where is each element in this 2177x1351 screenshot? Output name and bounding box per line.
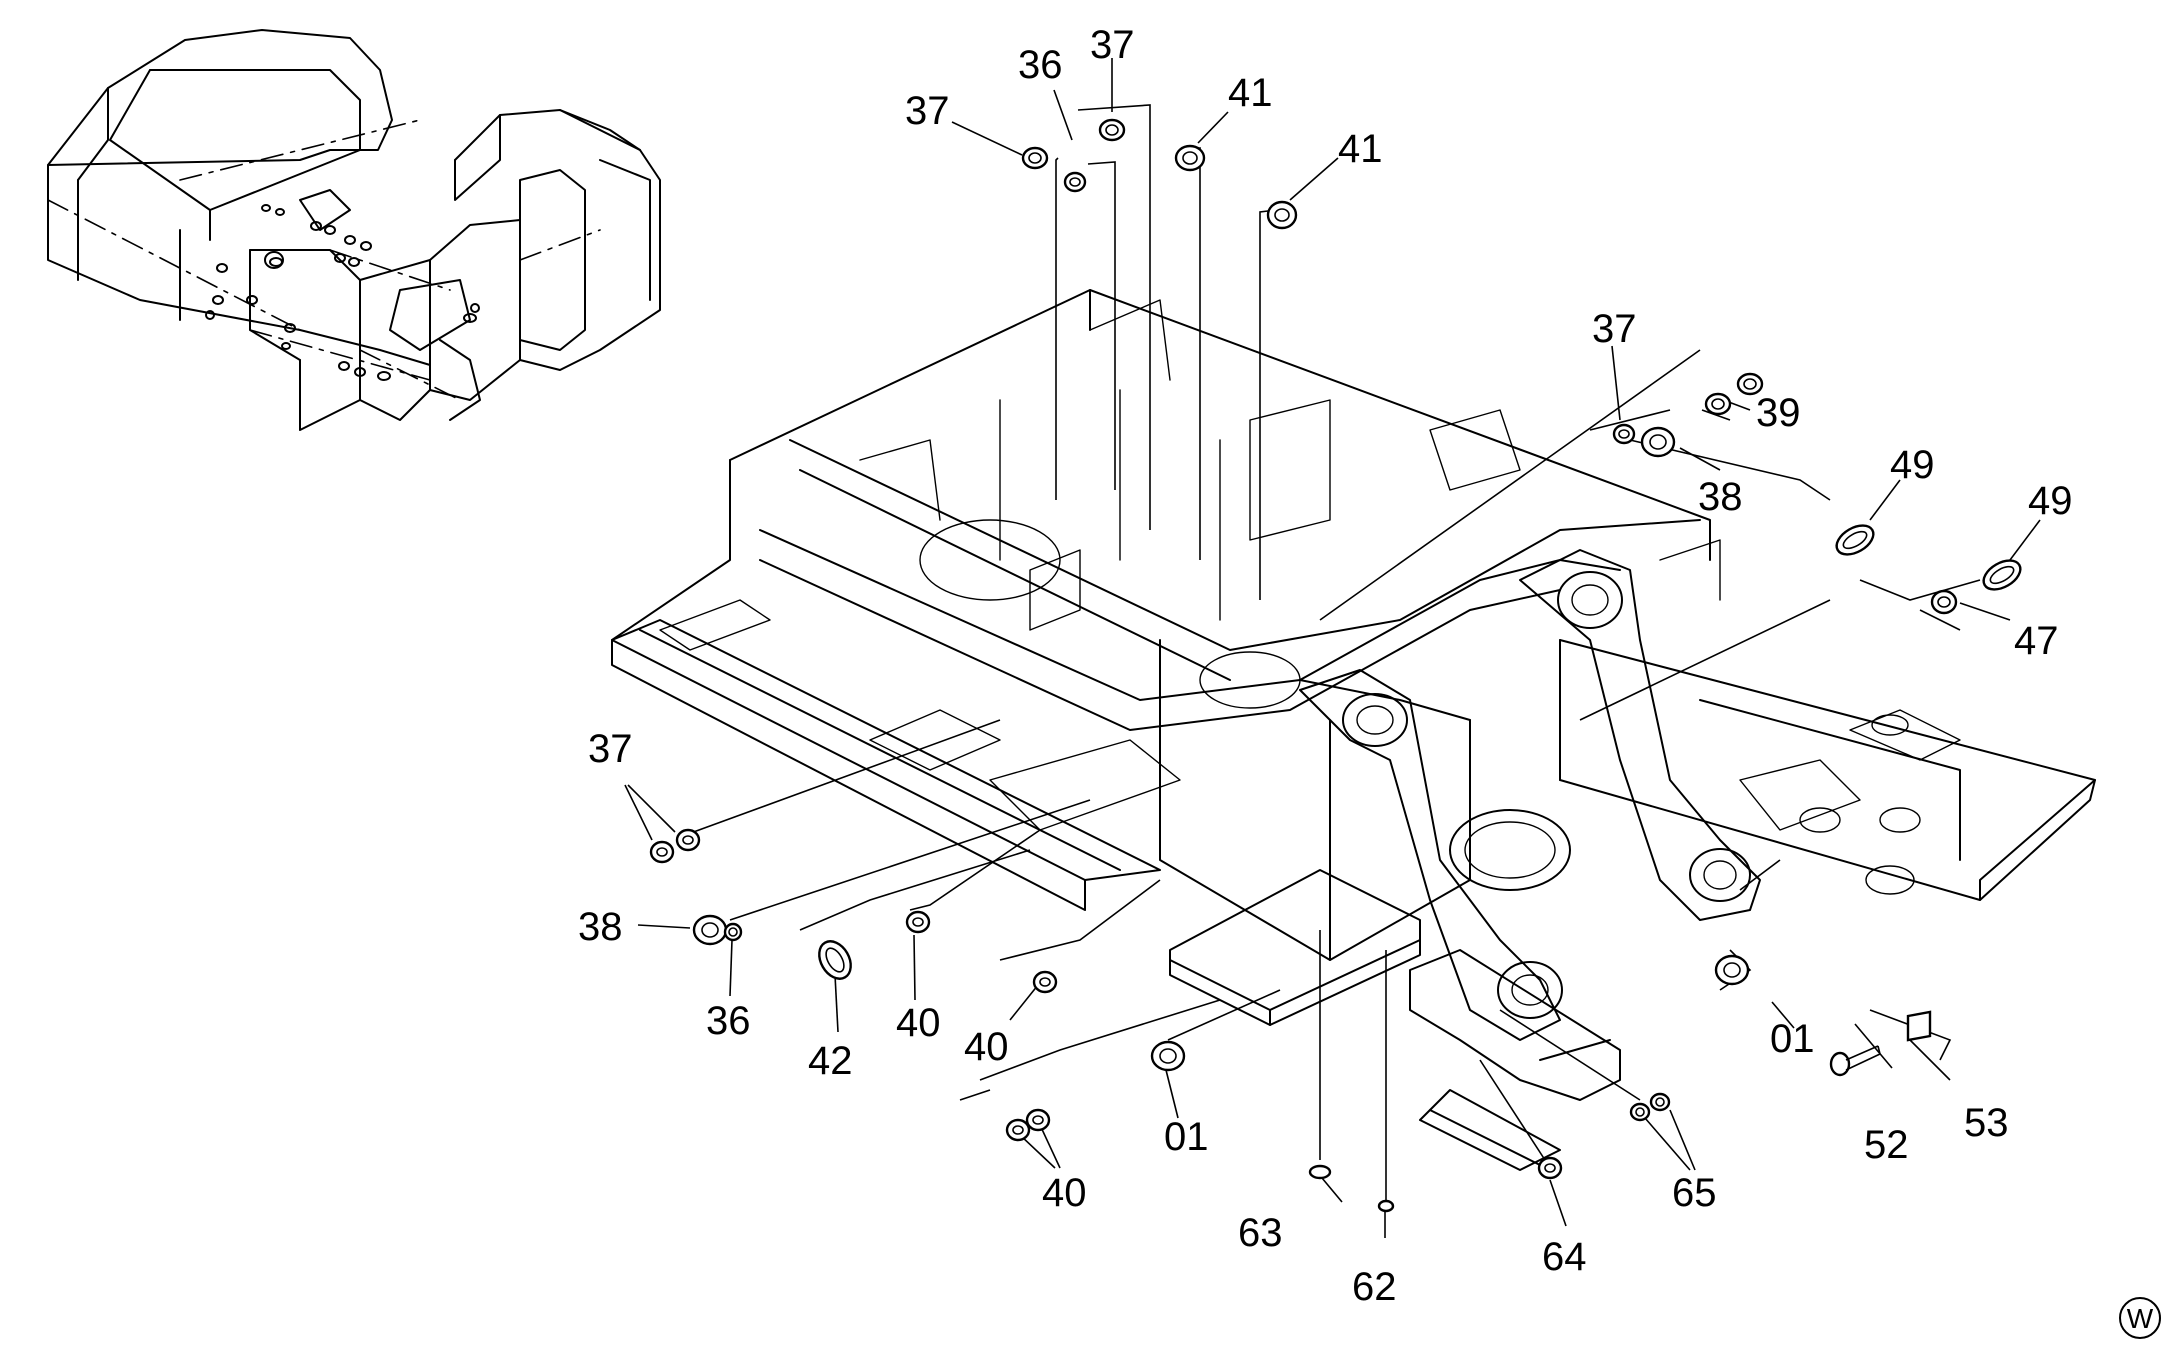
part-labels: 37 36 37 41 41 37 39 38 49 49 47 37 38 3… bbox=[578, 23, 2073, 1309]
label-37-c: 37 bbox=[1592, 307, 1637, 351]
grommet-40-a bbox=[905, 910, 931, 934]
grommet-39-b bbox=[1736, 372, 1764, 396]
grommet-01-a bbox=[1150, 1040, 1186, 1072]
label-49-a: 49 bbox=[1890, 443, 1935, 487]
grommet-37-d2 bbox=[675, 828, 701, 852]
label-49-b: 49 bbox=[2028, 479, 2073, 523]
label-62: 62 bbox=[1352, 1265, 1397, 1309]
label-53: 53 bbox=[1964, 1101, 2009, 1145]
grommet-37-d1 bbox=[649, 840, 675, 864]
grommet-40-c1 bbox=[1005, 1118, 1031, 1142]
assembly-lines bbox=[624, 58, 2041, 1238]
grommet-63 bbox=[1308, 1164, 1332, 1180]
label-52: 52 bbox=[1864, 1123, 1909, 1167]
label-63: 63 bbox=[1238, 1211, 1283, 1255]
grommet-37-a bbox=[1021, 146, 1049, 170]
grommet-37-c bbox=[1612, 423, 1636, 445]
label-38-b: 38 bbox=[578, 905, 623, 949]
label-40-c: 40 bbox=[1042, 1171, 1087, 1215]
grommet-01-b bbox=[1714, 954, 1750, 986]
grommet-49-b bbox=[1982, 559, 2022, 591]
label-64: 64 bbox=[1542, 1235, 1587, 1279]
label-37-a: 37 bbox=[905, 89, 950, 133]
label-39: 39 bbox=[1756, 391, 1801, 435]
grommet-42 bbox=[818, 940, 852, 980]
grommets bbox=[649, 118, 2022, 1213]
label-40-b: 40 bbox=[964, 1025, 1009, 1069]
grommet-47 bbox=[1930, 589, 1958, 615]
grommet-39-a bbox=[1704, 392, 1732, 416]
plate-53 bbox=[1906, 1010, 1932, 1042]
label-38-a: 38 bbox=[1698, 475, 1743, 519]
label-37-d: 37 bbox=[588, 727, 633, 771]
grommet-65-b bbox=[1649, 1092, 1671, 1112]
grommet-49-a bbox=[1835, 524, 1875, 556]
grommet-37-b bbox=[1098, 118, 1126, 142]
grommet-65-a bbox=[1629, 1102, 1651, 1122]
label-37-b: 37 bbox=[1090, 23, 1135, 67]
grommet-36-a bbox=[1063, 171, 1087, 193]
upper-frame-drawing bbox=[611, 289, 2096, 1171]
label-40-a: 40 bbox=[896, 1001, 941, 1045]
corner-marker: W bbox=[2119, 1297, 2161, 1339]
grommet-64 bbox=[1537, 1156, 1563, 1180]
label-01-b: 01 bbox=[1770, 1017, 1815, 1061]
bolt-52 bbox=[1829, 1045, 1881, 1077]
label-36-b: 36 bbox=[706, 999, 751, 1043]
grommet-40-c2 bbox=[1025, 1108, 1051, 1132]
label-47: 47 bbox=[2014, 619, 2059, 663]
label-41-a: 41 bbox=[1228, 71, 1273, 115]
grommet-40-b bbox=[1032, 970, 1058, 994]
label-65: 65 bbox=[1672, 1171, 1717, 1215]
grommet-62 bbox=[1377, 1199, 1395, 1213]
grommet-41-b bbox=[1266, 200, 1298, 230]
grommet-38-a bbox=[1640, 426, 1676, 458]
excavator-overview-inset bbox=[47, 29, 661, 431]
label-36-a: 36 bbox=[1018, 43, 1063, 87]
label-41-b: 41 bbox=[1338, 127, 1383, 171]
grommet-41-a bbox=[1174, 144, 1206, 172]
corner-marker-letter: W bbox=[2127, 1303, 2154, 1334]
grommet-36-b bbox=[723, 922, 743, 942]
label-42: 42 bbox=[808, 1039, 853, 1083]
grommet-38-b bbox=[692, 914, 728, 946]
label-01-a: 01 bbox=[1164, 1115, 1209, 1159]
